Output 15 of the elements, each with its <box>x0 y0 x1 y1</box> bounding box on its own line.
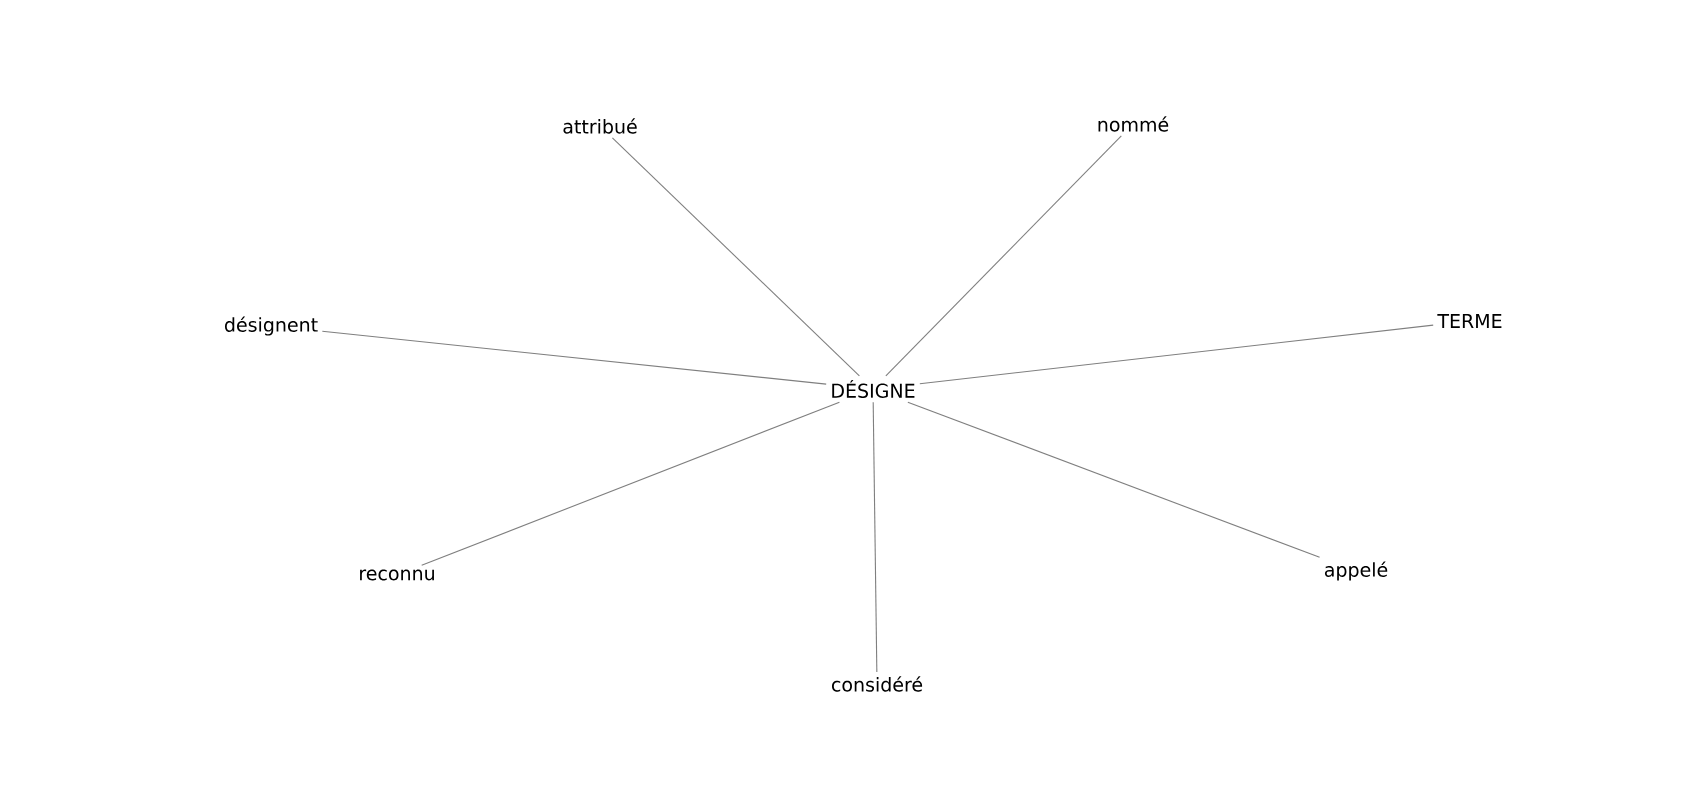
word-label: DÉSIGNE <box>832 380 915 398</box>
word-label: TERME <box>1437 314 1502 328</box>
word-label: considéré <box>832 676 923 692</box>
connector-line <box>421 401 840 566</box>
connector-line <box>885 135 1122 377</box>
connector-line <box>907 401 1321 558</box>
word-label: nommé <box>1098 116 1169 132</box>
word-label: reconnu <box>360 569 434 581</box>
connector-line <box>919 324 1434 385</box>
word-label: désignent <box>224 316 318 336</box>
connector-line <box>872 401 878 673</box>
word-label: attribué <box>563 118 637 134</box>
connector-line <box>321 330 827 385</box>
word-label: appelé <box>1324 561 1388 581</box>
connector-line <box>611 137 860 377</box>
